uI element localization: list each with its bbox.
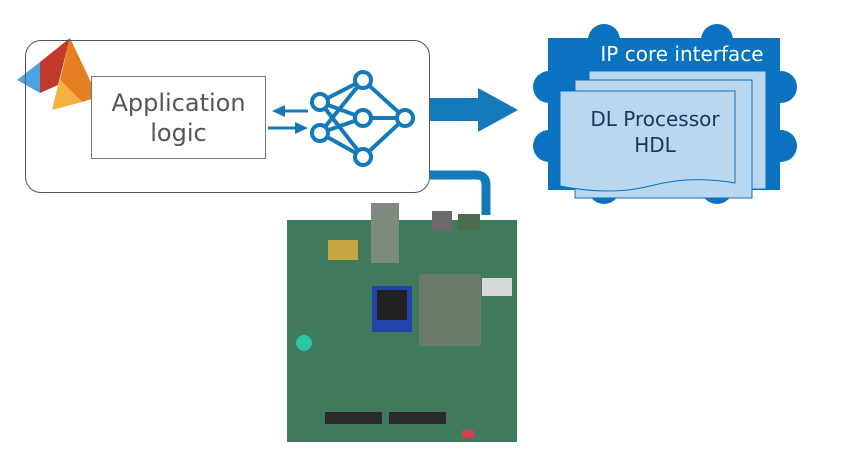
matlab-logo-icon	[17, 38, 98, 110]
host-environment-box	[25, 40, 430, 193]
application-logic-box: Application logic	[91, 76, 266, 159]
dl-processor-label: DL Processor HDL	[565, 106, 745, 158]
app-logic-line2: logic	[150, 118, 207, 147]
dl-processor-line1: DL Processor	[590, 107, 720, 131]
neural-network-icon	[310, 70, 415, 167]
app-logic-line1: Application	[111, 88, 246, 117]
fpga-board-image	[287, 203, 517, 442]
connector-line	[430, 170, 491, 215]
data-exchange-arrows-icon	[268, 105, 308, 134]
deploy-arrow-icon	[430, 88, 518, 132]
dl-processor-line2: HDL	[634, 133, 676, 157]
ip-core-title: IP core interface	[600, 42, 764, 66]
hdl-document-stack-icon	[559, 70, 767, 199]
